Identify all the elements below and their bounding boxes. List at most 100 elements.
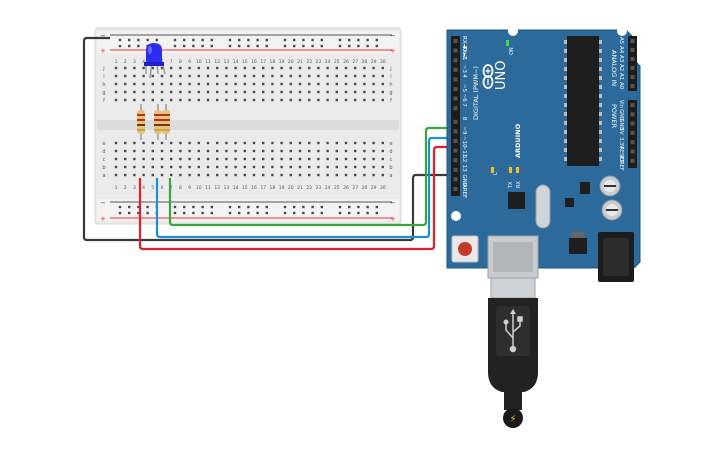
breadboard-hole[interactable]	[124, 157, 127, 161]
breadboard-hole[interactable]	[114, 149, 118, 153]
breadboard-hole[interactable]	[344, 165, 348, 169]
breadboard-hole[interactable]	[335, 98, 338, 102]
digital-pin-hole[interactable]	[453, 167, 458, 172]
breadboard-hole[interactable]	[280, 98, 283, 102]
breadboard-hole[interactable]	[381, 74, 384, 78]
rail-hole[interactable]	[366, 211, 369, 215]
breadboard-hole[interactable]	[124, 165, 127, 169]
power-pin-hole[interactable]	[630, 130, 635, 135]
rail-hole[interactable]	[293, 38, 296, 42]
analog-pin-hole[interactable]	[630, 75, 635, 79]
breadboard-hole[interactable]	[197, 82, 200, 86]
breadboard-hole[interactable]	[381, 66, 384, 70]
rail-hole[interactable]	[320, 44, 323, 48]
rail-hole[interactable]	[283, 211, 287, 215]
breadboard-hole[interactable]	[317, 82, 320, 86]
breadboard-hole[interactable]	[317, 157, 320, 161]
breadboard-hole[interactable]	[363, 149, 366, 153]
rail-hole[interactable]	[173, 205, 177, 209]
breadboard-hole[interactable]	[124, 90, 127, 94]
rail-hole[interactable]	[201, 38, 204, 42]
breadboard-hole[interactable]	[160, 74, 164, 78]
breadboard-hole[interactable]	[179, 157, 182, 161]
breadboard-hole[interactable]	[216, 165, 219, 169]
breadboard-hole[interactable]	[160, 90, 164, 94]
breadboard-hole[interactable]	[317, 165, 320, 169]
breadboard-hole[interactable]	[188, 165, 191, 169]
power-pin-hole[interactable]	[630, 103, 635, 107]
digital-pin-hole[interactable]	[453, 119, 458, 124]
breadboard-hole[interactable]	[170, 157, 173, 161]
breadboard-hole[interactable]	[326, 66, 329, 70]
rail-hole[interactable]	[146, 211, 149, 215]
rail-hole[interactable]	[283, 44, 287, 48]
digital-pin-hole[interactable]	[453, 139, 458, 143]
breadboard-hole[interactable]	[151, 82, 154, 86]
breadboard-hole[interactable]	[354, 82, 357, 86]
breadboard-hole[interactable]	[252, 66, 256, 70]
breadboard-hole[interactable]	[381, 90, 384, 94]
analog-pin-hole[interactable]	[630, 48, 635, 52]
breadboard-hole[interactable]	[142, 82, 145, 86]
breadboard-hole[interactable]	[160, 82, 164, 86]
rail-hole[interactable]	[183, 38, 186, 42]
power-pin-hole[interactable]	[630, 149, 635, 154]
breadboard-hole[interactable]	[252, 74, 256, 78]
breadboard-hole[interactable]	[133, 141, 136, 145]
breadboard-hole[interactable]	[372, 149, 375, 153]
rail-hole[interactable]	[265, 205, 268, 209]
breadboard-hole[interactable]	[206, 141, 210, 145]
rail-hole[interactable]	[210, 211, 213, 215]
breadboard-hole[interactable]	[206, 90, 210, 94]
breadboard-hole[interactable]	[262, 98, 265, 102]
rail-hole[interactable]	[173, 44, 177, 48]
breadboard-hole[interactable]	[326, 149, 329, 153]
breadboard-hole[interactable]	[298, 90, 302, 94]
breadboard-hole[interactable]	[179, 90, 182, 94]
breadboard-hole[interactable]	[243, 98, 246, 102]
rail-hole[interactable]	[137, 44, 140, 48]
breadboard-hole[interactable]	[335, 66, 338, 70]
digital-pin-hole[interactable]	[453, 148, 458, 153]
breadboard-hole[interactable]	[124, 149, 127, 153]
breadboard-hole[interactable]	[216, 157, 219, 161]
breadboard-hole[interactable]	[114, 157, 118, 161]
breadboard-hole[interactable]	[206, 173, 210, 177]
breadboard-hole[interactable]	[271, 149, 274, 153]
breadboard-hole[interactable]	[197, 90, 200, 94]
breadboard-hole[interactable]	[114, 82, 118, 86]
breadboard[interactable]: 1122334455667788991010111112121313141415…	[94, 27, 402, 225]
breadboard-hole[interactable]	[179, 74, 182, 78]
breadboard-hole[interactable]	[124, 98, 127, 102]
rail-hole[interactable]	[118, 44, 122, 48]
breadboard-hole[interactable]	[225, 157, 228, 161]
digital-pin-hole[interactable]	[453, 58, 458, 63]
breadboard-hole[interactable]	[381, 82, 384, 86]
breadboard-hole[interactable]	[179, 98, 182, 102]
breadboard-hole[interactable]	[344, 141, 348, 145]
digital-pin-hole[interactable]	[453, 158, 458, 163]
breadboard-hole[interactable]	[289, 149, 292, 153]
breadboard-hole[interactable]	[151, 98, 154, 102]
breadboard-hole[interactable]	[381, 149, 384, 153]
breadboard-hole[interactable]	[188, 82, 191, 86]
breadboard-hole[interactable]	[298, 173, 302, 177]
breadboard-hole[interactable]	[354, 141, 357, 145]
breadboard-hole[interactable]	[326, 165, 329, 169]
breadboard-hole[interactable]	[133, 66, 136, 70]
breadboard-hole[interactable]	[271, 74, 274, 78]
breadboard-hole[interactable]	[326, 157, 329, 161]
breadboard-hole[interactable]	[170, 82, 173, 86]
rail-hole[interactable]	[192, 211, 195, 215]
rail-hole[interactable]	[320, 38, 323, 42]
breadboard-hole[interactable]	[317, 141, 320, 145]
breadboard-hole[interactable]	[271, 165, 274, 169]
breadboard-hole[interactable]	[335, 173, 338, 177]
rail-hole[interactable]	[118, 211, 122, 215]
breadboard-hole[interactable]	[372, 165, 375, 169]
rail-hole[interactable]	[146, 205, 149, 209]
breadboard-hole[interactable]	[252, 157, 256, 161]
breadboard-hole[interactable]	[188, 98, 191, 102]
breadboard-hole[interactable]	[133, 173, 136, 177]
breadboard-hole[interactable]	[179, 141, 182, 145]
